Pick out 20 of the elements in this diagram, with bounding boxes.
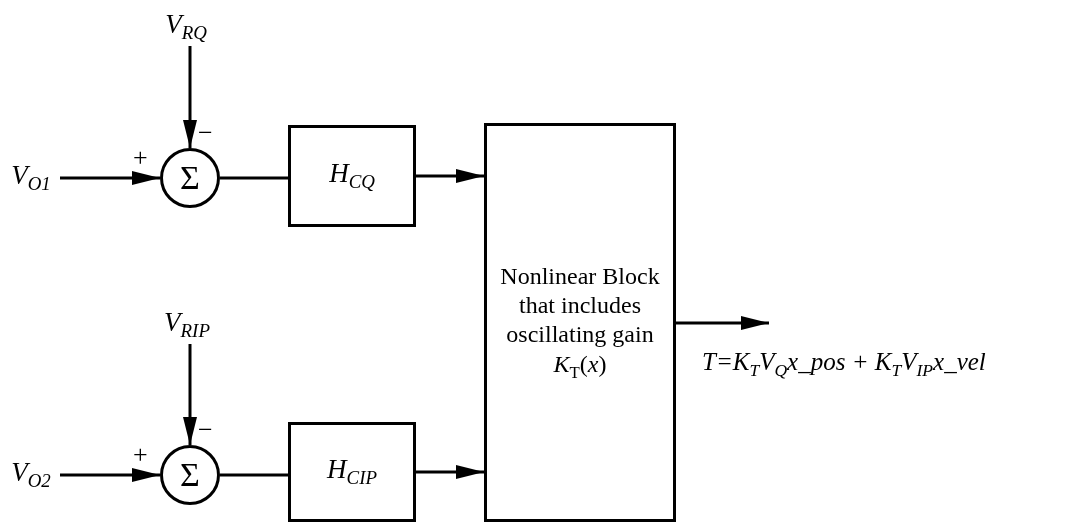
signal-label: V$_{RIP}$: [148, 306, 226, 344]
summing-junction: Σ: [160, 445, 220, 505]
signal-label: V$_{O2}$: [2, 455, 60, 495]
arrow: [60, 468, 160, 482]
summing-junction: Σ: [160, 148, 220, 208]
sign-label: −: [198, 120, 213, 146]
arrow: [416, 169, 484, 183]
arrow: [676, 316, 769, 330]
signal-label: V$_{RQ}$: [155, 8, 217, 46]
arrow: [183, 344, 197, 445]
transfer-block: H$_{CQ}$: [288, 125, 416, 227]
sign-label: +: [133, 442, 148, 468]
arrow: [183, 46, 197, 148]
sign-label: −: [198, 417, 213, 443]
nonlinear-block: Nonlinear Block that includes oscillating gain K$_{T}$(x): [484, 123, 676, 522]
signal-label: V$_{O1}$: [2, 158, 60, 198]
arrow: [60, 171, 160, 185]
transfer-block: H$_{CIP}$: [288, 422, 416, 522]
arrow: [416, 465, 484, 479]
sign-label: +: [133, 145, 148, 171]
